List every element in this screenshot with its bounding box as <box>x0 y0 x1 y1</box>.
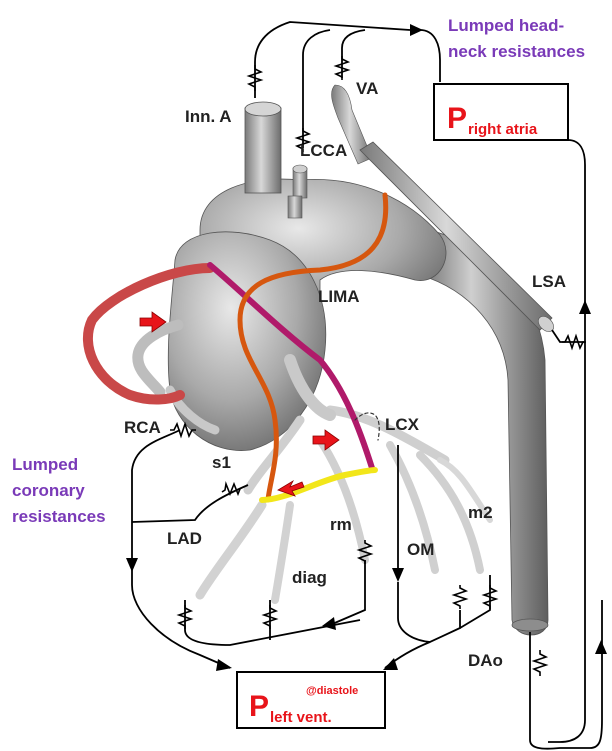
lumped-coronary-label: Lumped coronary resistances <box>12 455 106 526</box>
arrow-ra-up <box>579 300 591 314</box>
label-lad: LAD <box>167 529 202 548</box>
wire-inn-top <box>255 22 410 98</box>
lumped-head-neck-line-2: neck resistances <box>448 42 585 61</box>
label-diag: diag <box>292 568 327 587</box>
innominate-top <box>245 102 281 116</box>
wire-ra-right <box>548 140 585 742</box>
innominate-artery <box>245 108 281 193</box>
res-diag1 <box>179 605 191 629</box>
arrow-ra-up-2 <box>595 640 607 654</box>
descending-aorta <box>420 230 548 635</box>
label-m2: m2 <box>468 503 493 522</box>
res-lsa <box>562 336 586 348</box>
label-lcx: LCX <box>385 415 420 434</box>
lumped-coronary-line-1: Lumped <box>12 455 78 474</box>
label-rca: RCA <box>124 418 161 437</box>
rm-branch <box>320 440 365 560</box>
vessel-geometry <box>138 85 557 635</box>
flow-arrow-lima <box>313 430 339 450</box>
right-atria-sub: right atria <box>468 121 538 138</box>
label-s1: s1 <box>212 453 231 472</box>
lcca-top <box>293 165 307 173</box>
left-vent-sub: left vent. <box>270 709 332 726</box>
res-m2 <box>484 585 496 609</box>
arrow-coronary-lv <box>216 659 232 671</box>
label-dao: DAo <box>468 651 503 670</box>
label-lima: LIMA <box>318 287 360 306</box>
res-dao <box>534 650 546 676</box>
lumped-coronary-line-2: coronary <box>12 481 85 500</box>
right-atria-box: P right atria <box>434 84 568 140</box>
left-vent-p: P <box>249 690 269 723</box>
wire-head-right <box>410 30 440 82</box>
lumped-head-neck-line-1: Lumped head- <box>448 16 564 35</box>
arrow-rm <box>322 617 336 630</box>
wire-om-bottom <box>398 582 460 642</box>
lumped-head-neck-label: Lumped head- neck resistances <box>448 16 585 61</box>
res-diag2 <box>264 605 276 629</box>
diag-branch-1 <box>200 505 262 595</box>
arrow-om-down <box>392 568 404 582</box>
label-lcca: LCCA <box>300 141 347 160</box>
res-va <box>336 56 348 80</box>
label-inn-a: Inn. A <box>185 107 232 126</box>
label-lsa: LSA <box>532 272 566 291</box>
arrow-head-neck <box>410 24 423 36</box>
label-om: OM <box>407 540 434 559</box>
yellow-graft <box>262 470 375 500</box>
wire-m2-bottom <box>460 575 490 628</box>
left-vent-sup: @diastole <box>306 685 358 697</box>
wire-lcca-top <box>303 30 330 148</box>
right-atria-p: P <box>447 102 467 135</box>
left-vent-box: P left vent. @diastole <box>237 672 385 728</box>
label-rm: rm <box>330 515 352 534</box>
dao-end <box>512 619 548 631</box>
wire-rm <box>330 560 365 625</box>
res-inn <box>249 65 261 91</box>
label-va: VA <box>356 79 378 98</box>
lumped-coronary-line-3: resistances <box>12 507 106 526</box>
diag-branch-2 <box>275 505 290 600</box>
lcca-stub-2 <box>288 196 302 218</box>
res-om <box>454 585 466 609</box>
